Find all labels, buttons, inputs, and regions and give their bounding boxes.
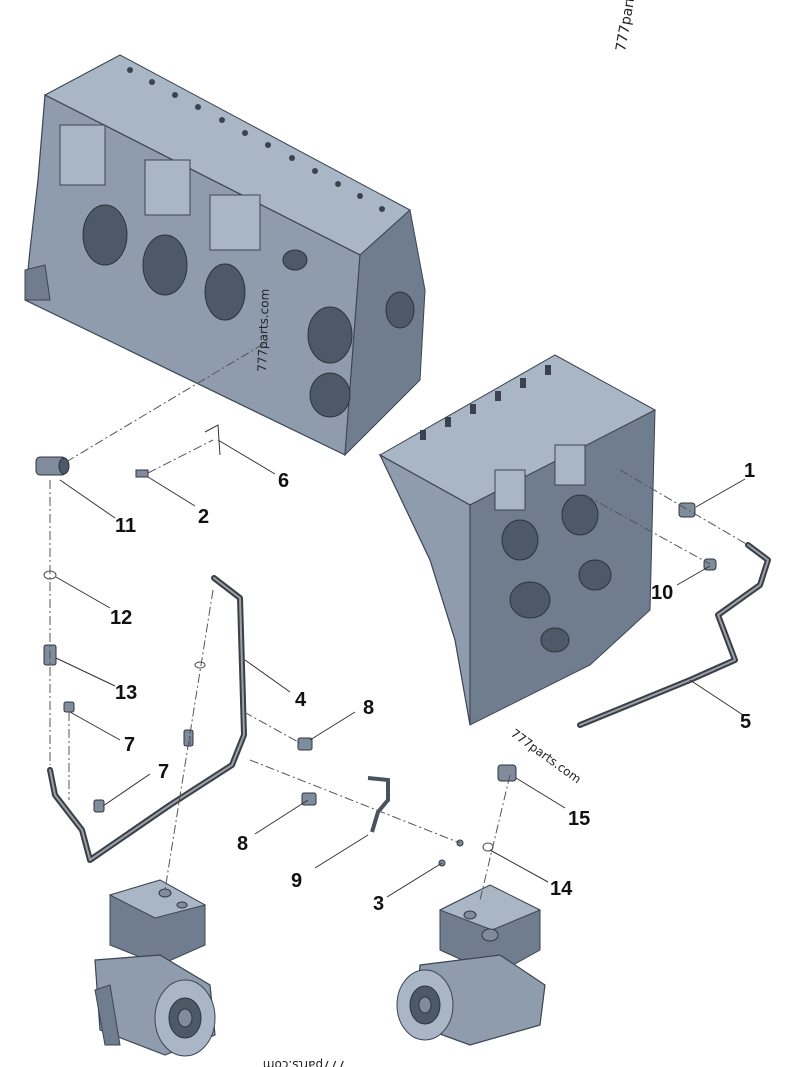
callout-3: 3 <box>373 893 384 915</box>
callout-8a: 8 <box>363 697 374 719</box>
clamp-8a <box>297 737 313 751</box>
bolt-2 <box>135 469 149 478</box>
watermark-top-right: 777parts <box>613 0 640 53</box>
leader-lines <box>55 439 746 898</box>
watermark-pipe: 777parts.com <box>508 726 584 786</box>
callout-5: 5 <box>740 711 751 733</box>
callout-12: 12 <box>110 607 132 629</box>
callout-15: 15 <box>568 808 590 830</box>
engine-block-six-cylinder <box>24 54 426 457</box>
clamp-8b <box>301 792 317 806</box>
air-compressor-right <box>396 884 546 1046</box>
callout-13: 13 <box>115 682 137 704</box>
watermark-bottom: 777parts.com <box>263 1058 346 1067</box>
callout-2: 2 <box>198 506 209 528</box>
clip-7b <box>93 799 105 813</box>
bracket-6 <box>204 424 221 456</box>
nut-3 <box>438 839 464 867</box>
callout-9: 9 <box>291 870 302 892</box>
callout-4: 4 <box>295 689 307 711</box>
elbow-fitting-15 <box>497 764 517 782</box>
clip-7a <box>63 701 75 713</box>
assembly-lines <box>49 339 749 901</box>
callout-6: 6 <box>278 470 289 492</box>
callout-10: 10 <box>651 582 673 604</box>
callout-14: 14 <box>550 878 573 900</box>
watermark-block: 777parts.com <box>255 288 272 372</box>
callout-1: 1 <box>744 460 755 482</box>
air-compressor-left <box>94 879 216 1057</box>
o-ring-14 <box>482 842 494 852</box>
callout-8b: 8 <box>237 833 248 855</box>
connector-1 <box>678 502 696 518</box>
elbow-fitting-11 <box>35 456 70 476</box>
callout-7b: 7 <box>158 761 169 783</box>
callout-11: 11 <box>115 515 136 537</box>
pipe-4 <box>47 575 247 863</box>
bracket-9 <box>367 776 390 833</box>
callout-7a: 7 <box>124 734 135 756</box>
engine-block-four-cylinder <box>378 354 657 726</box>
